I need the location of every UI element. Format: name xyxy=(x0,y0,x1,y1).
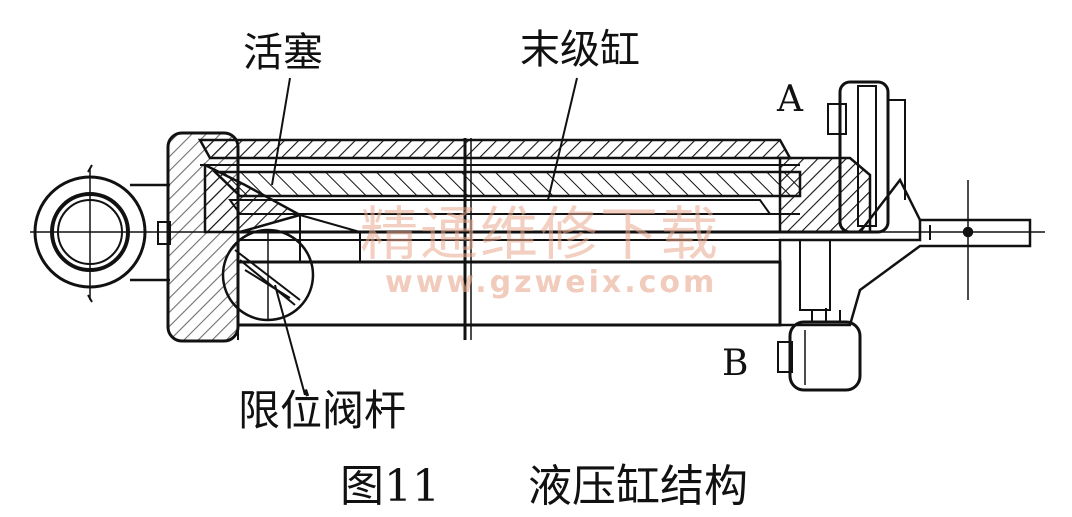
port-a-fitting xyxy=(827,80,906,234)
mounting-eye xyxy=(33,164,170,303)
label-limit-valve-rod: 限位阀杆 xyxy=(238,386,407,435)
label-final-cylinder: 末级缸 xyxy=(520,27,640,73)
port-b-fitting xyxy=(777,308,862,392)
label-port-b: B xyxy=(722,343,749,384)
figure-caption: 图11 液压缸结构 xyxy=(340,465,748,509)
label-port-a: A xyxy=(777,79,803,120)
leader-lines xyxy=(271,77,578,396)
caption-title: 液压缸结构 xyxy=(528,461,748,512)
watermark-url: www.gzweix.com xyxy=(385,265,718,300)
limit-valve-detail xyxy=(221,228,315,322)
inner-rod xyxy=(240,230,860,241)
caption-number: 图11 xyxy=(340,461,440,512)
piston xyxy=(203,162,361,263)
front-head xyxy=(778,156,1032,327)
barrel-joint xyxy=(463,138,472,340)
label-piston: 活塞 xyxy=(243,30,323,76)
watermark-name: 精通维修下载 xyxy=(360,200,721,268)
